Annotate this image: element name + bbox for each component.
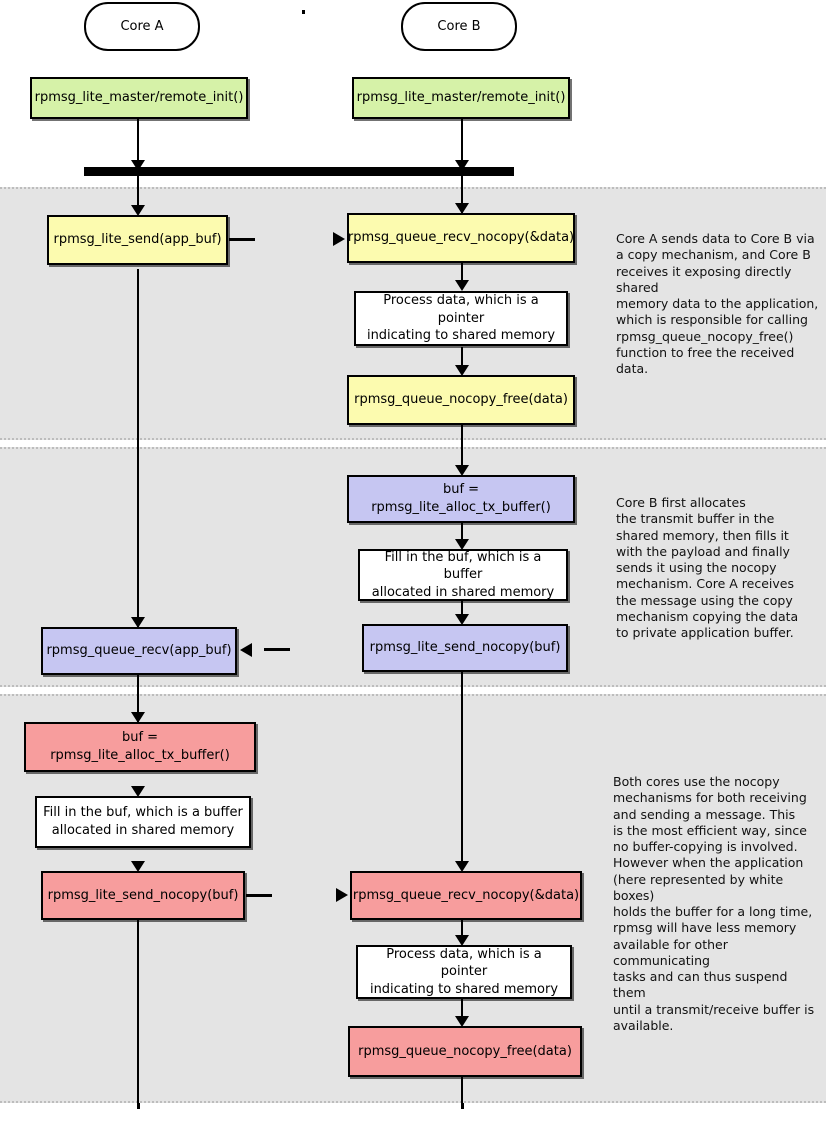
lifeline-core-b-2 [461,262,463,284]
note-section-3: Both cores use the nocopy mechanisms for… [613,774,815,1033]
box-core-a-init: rpmsg_lite_master/remote_init() [30,77,248,119]
lifeline-core-a-4 [137,919,139,1103]
box-a-send-copy-label: rpmsg_lite_send(app_buf) [53,232,222,248]
box-a-send-copy: rpmsg_lite_send(app_buf) [47,215,228,265]
arrowhead-a-recv-copy [131,617,145,628]
lifeline-core-b-init [461,119,463,177]
arrowhead-b-recv-nocopy [455,203,469,214]
box-b-recv-nocopy-2-label: rpmsg_queue_recv_nocopy(&data) [352,887,580,903]
box-b-fill-buf: Fill in the buf, which is a buffer alloc… [358,549,568,601]
arrowhead-b-alloc-tx [455,465,469,476]
arrowhead-b-send-nocopy [455,614,469,625]
lifeline-core-a-1 [137,176,139,213]
box-a-alloc-tx-label: buf = rpmsg_lite_alloc_tx_buffer() [50,730,230,763]
box-b-free-1-label: rpmsg_queue_nocopy_free(data) [354,392,568,408]
box-b-recv-nocopy: rpmsg_queue_recv_nocopy(&data) [347,213,575,263]
box-a-recv-copy: rpmsg_queue_recv(app_buf) [41,627,237,675]
message-arrowhead-a-to-b-1 [333,232,345,246]
box-b-process-2: Process data, which is a pointer indicat… [356,945,572,999]
lifeline-core-b-3 [461,347,463,372]
box-b-process-1: Process data, which is a pointer indicat… [354,291,568,346]
arrowhead-a-send-copy [131,205,145,216]
box-core-b-init: rpmsg_lite_master/remote_init() [352,77,570,119]
message-arrowhead-a-to-b-3 [336,888,348,902]
box-a-alloc-tx: buf = rpmsg_lite_alloc_tx_buffer() [24,722,256,772]
arrowhead-b-free-1 [455,365,469,376]
lifeline-core-b-8 [461,920,463,941]
message-arrow-a-to-b-3 [246,894,336,897]
box-b-free-1: rpmsg_queue_nocopy_free(data) [347,375,575,425]
lane-divider [302,10,305,1133]
lane-header-core-a-label: Core A [120,19,164,34]
box-b-recv-nocopy-label: rpmsg_queue_recv_nocopy(&data) [347,230,575,246]
lifeline-core-b-9 [461,999,463,1022]
lifeline-core-b-6 [461,599,463,621]
message-arrow-b-to-a-2 [264,648,362,651]
lifeline-core-b-1 [461,176,463,213]
arrowhead-a-send-nocopy [131,861,145,872]
arrowhead-b-free-2 [455,1016,469,1027]
lane-header-core-b-label: Core B [437,19,481,34]
message-arrowhead-b-to-a-2 [240,643,252,657]
box-b-send-nocopy: rpmsg_lite_send_nocopy(buf) [362,624,568,672]
arrowhead-core-a-to-sync [131,160,145,171]
arrowhead-b-process-1 [455,280,469,291]
arrowhead-b-fill-buf [455,539,469,550]
box-b-free-2: rpmsg_queue_nocopy_free(data) [348,1026,582,1077]
box-b-recv-nocopy-2: rpmsg_queue_recv_nocopy(&data) [350,871,582,920]
box-b-process-2-label: Process data, which is a pointer indicat… [369,946,559,997]
box-b-alloc-tx: buf = rpmsg_lite_alloc_tx_buffer() [347,475,575,523]
note-section-1: Core A sends data to Core B via a copy m… [616,231,819,376]
lane-header-core-b: Core B [401,2,517,51]
box-a-recv-copy-label: rpmsg_queue_recv(app_buf) [46,643,232,659]
note-section-2: Core B first allocates the transmit buff… [616,495,799,640]
sync-bar [84,167,514,176]
box-a-fill-buf-label: Fill in the buf, which is a buffer alloc… [43,805,243,838]
box-b-fill-buf-label: Fill in the buf, which is a buffer alloc… [371,549,555,600]
box-a-fill-buf: Fill in the buf, which is a buffer alloc… [35,796,251,848]
arrowhead-b-recv-nocopy-2 [455,861,469,872]
box-b-alloc-tx-label: buf = rpmsg_lite_alloc_tx_buffer() [371,482,551,515]
box-b-process-1-label: Process data, which is a pointer indicat… [366,293,556,344]
box-b-send-nocopy-label: rpmsg_lite_send_nocopy(buf) [369,640,561,656]
arrowhead-a-alloc-tx [131,712,145,723]
box-b-free-2-label: rpmsg_queue_nocopy_free(data) [358,1043,572,1059]
lifeline-core-a-2 [137,269,139,627]
lifeline-core-b-4 [461,424,463,472]
arrowhead-core-b-to-sync [455,160,469,171]
box-core-a-init-label: rpmsg_lite_master/remote_init() [34,90,244,106]
box-core-b-init-label: rpmsg_lite_master/remote_init() [356,90,566,106]
arrowhead-a-fill-buf [131,786,145,797]
lifeline-core-a-3 [137,674,139,722]
box-a-send-nocopy: rpmsg_lite_send_nocopy(buf) [41,871,245,920]
box-a-send-nocopy-label: rpmsg_lite_send_nocopy(buf) [47,887,239,903]
lifeline-core-a-init [137,119,139,177]
arrowhead-b-process-2 [455,935,469,946]
lifeline-core-b-tail [461,1103,464,1133]
lifeline-core-a-tail [137,1103,140,1133]
lifeline-core-b-10 [461,1077,463,1103]
lifeline-core-b-5 [461,522,463,544]
message-arrow-a-to-b-1 [229,238,333,241]
lifeline-core-b-7 [461,672,463,869]
lane-header-core-a: Core A [84,2,200,51]
